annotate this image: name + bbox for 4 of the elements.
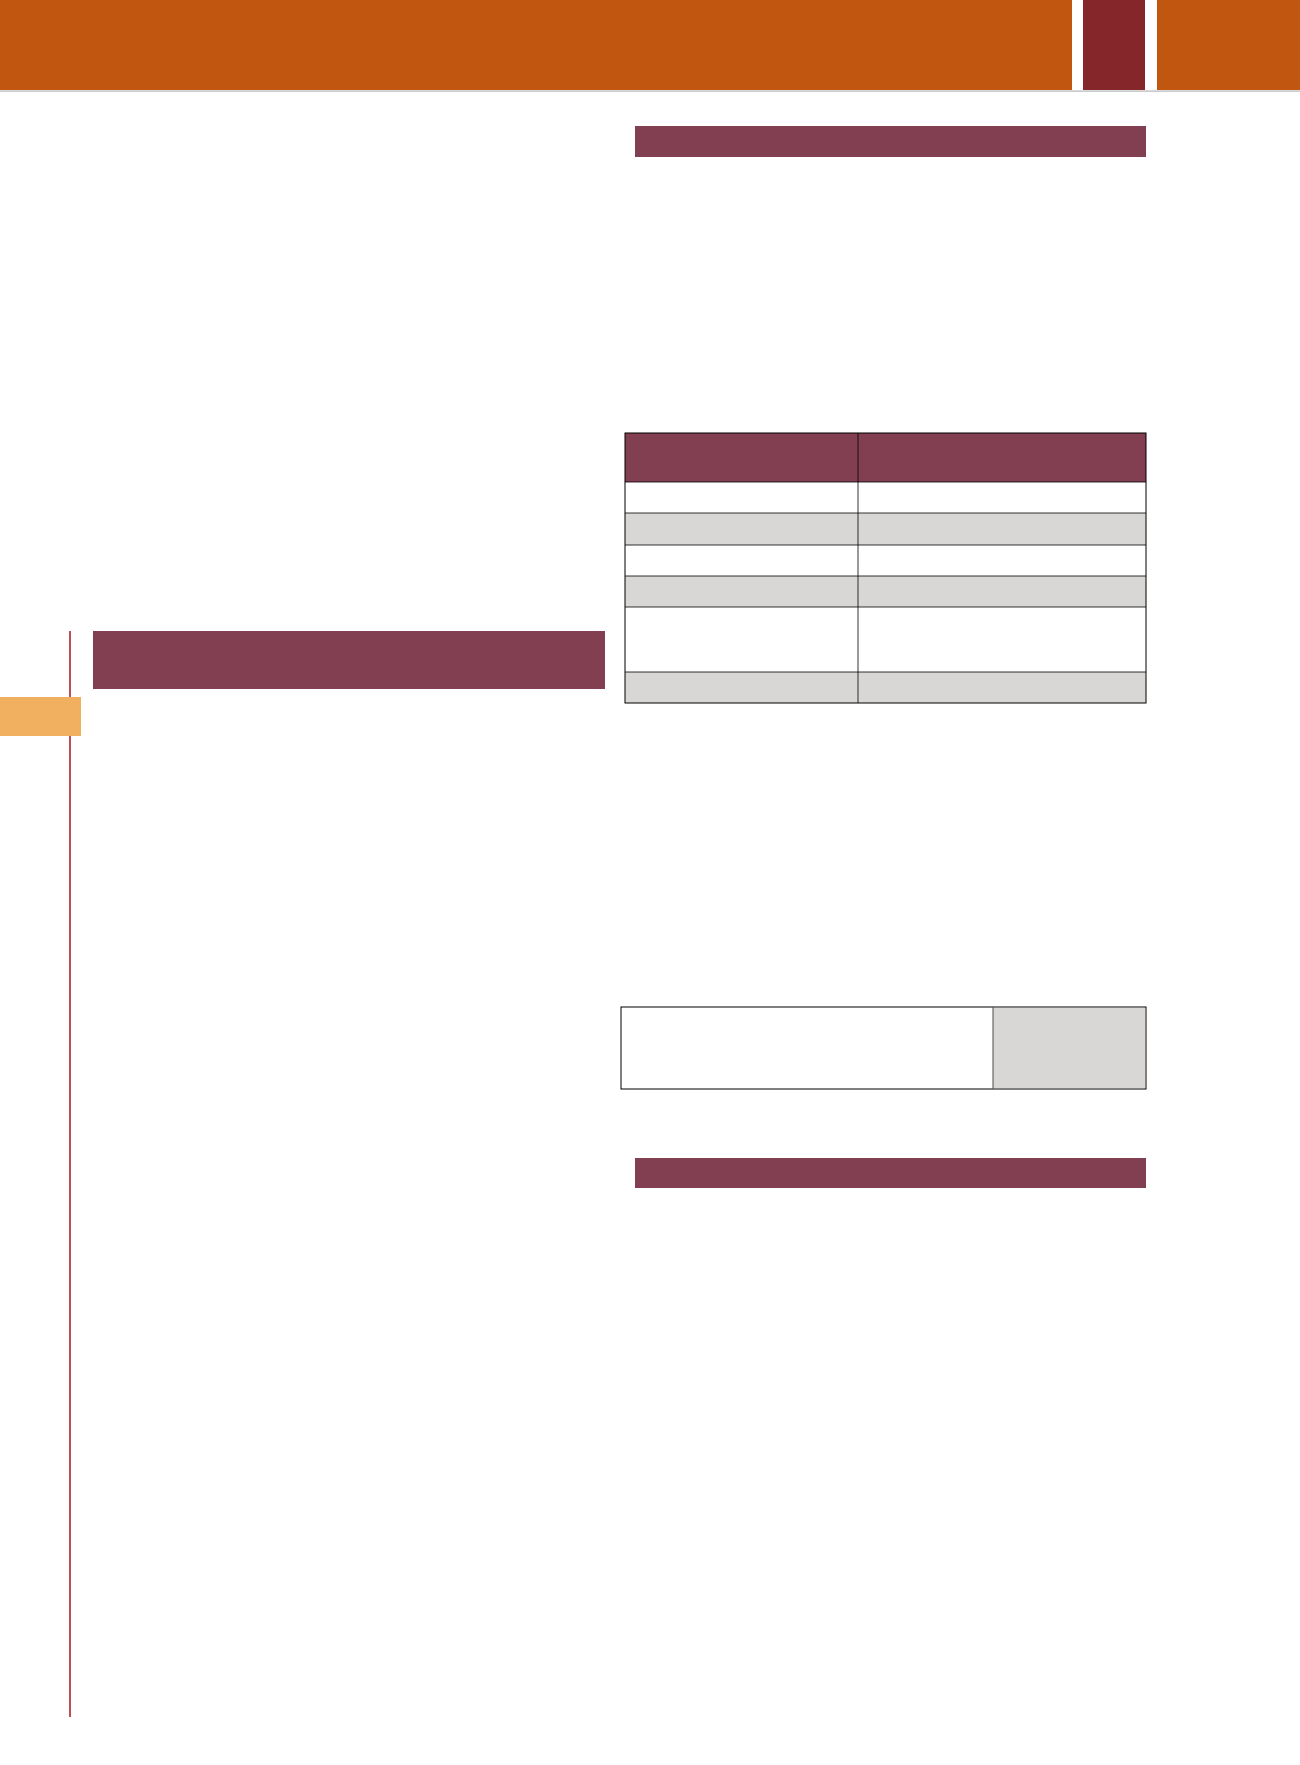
section-heading-bar	[93, 631, 605, 689]
section-heading-bar	[635, 1158, 1146, 1188]
section-heading-bar	[635, 126, 1146, 157]
info-box	[620, 1006, 1147, 1090]
